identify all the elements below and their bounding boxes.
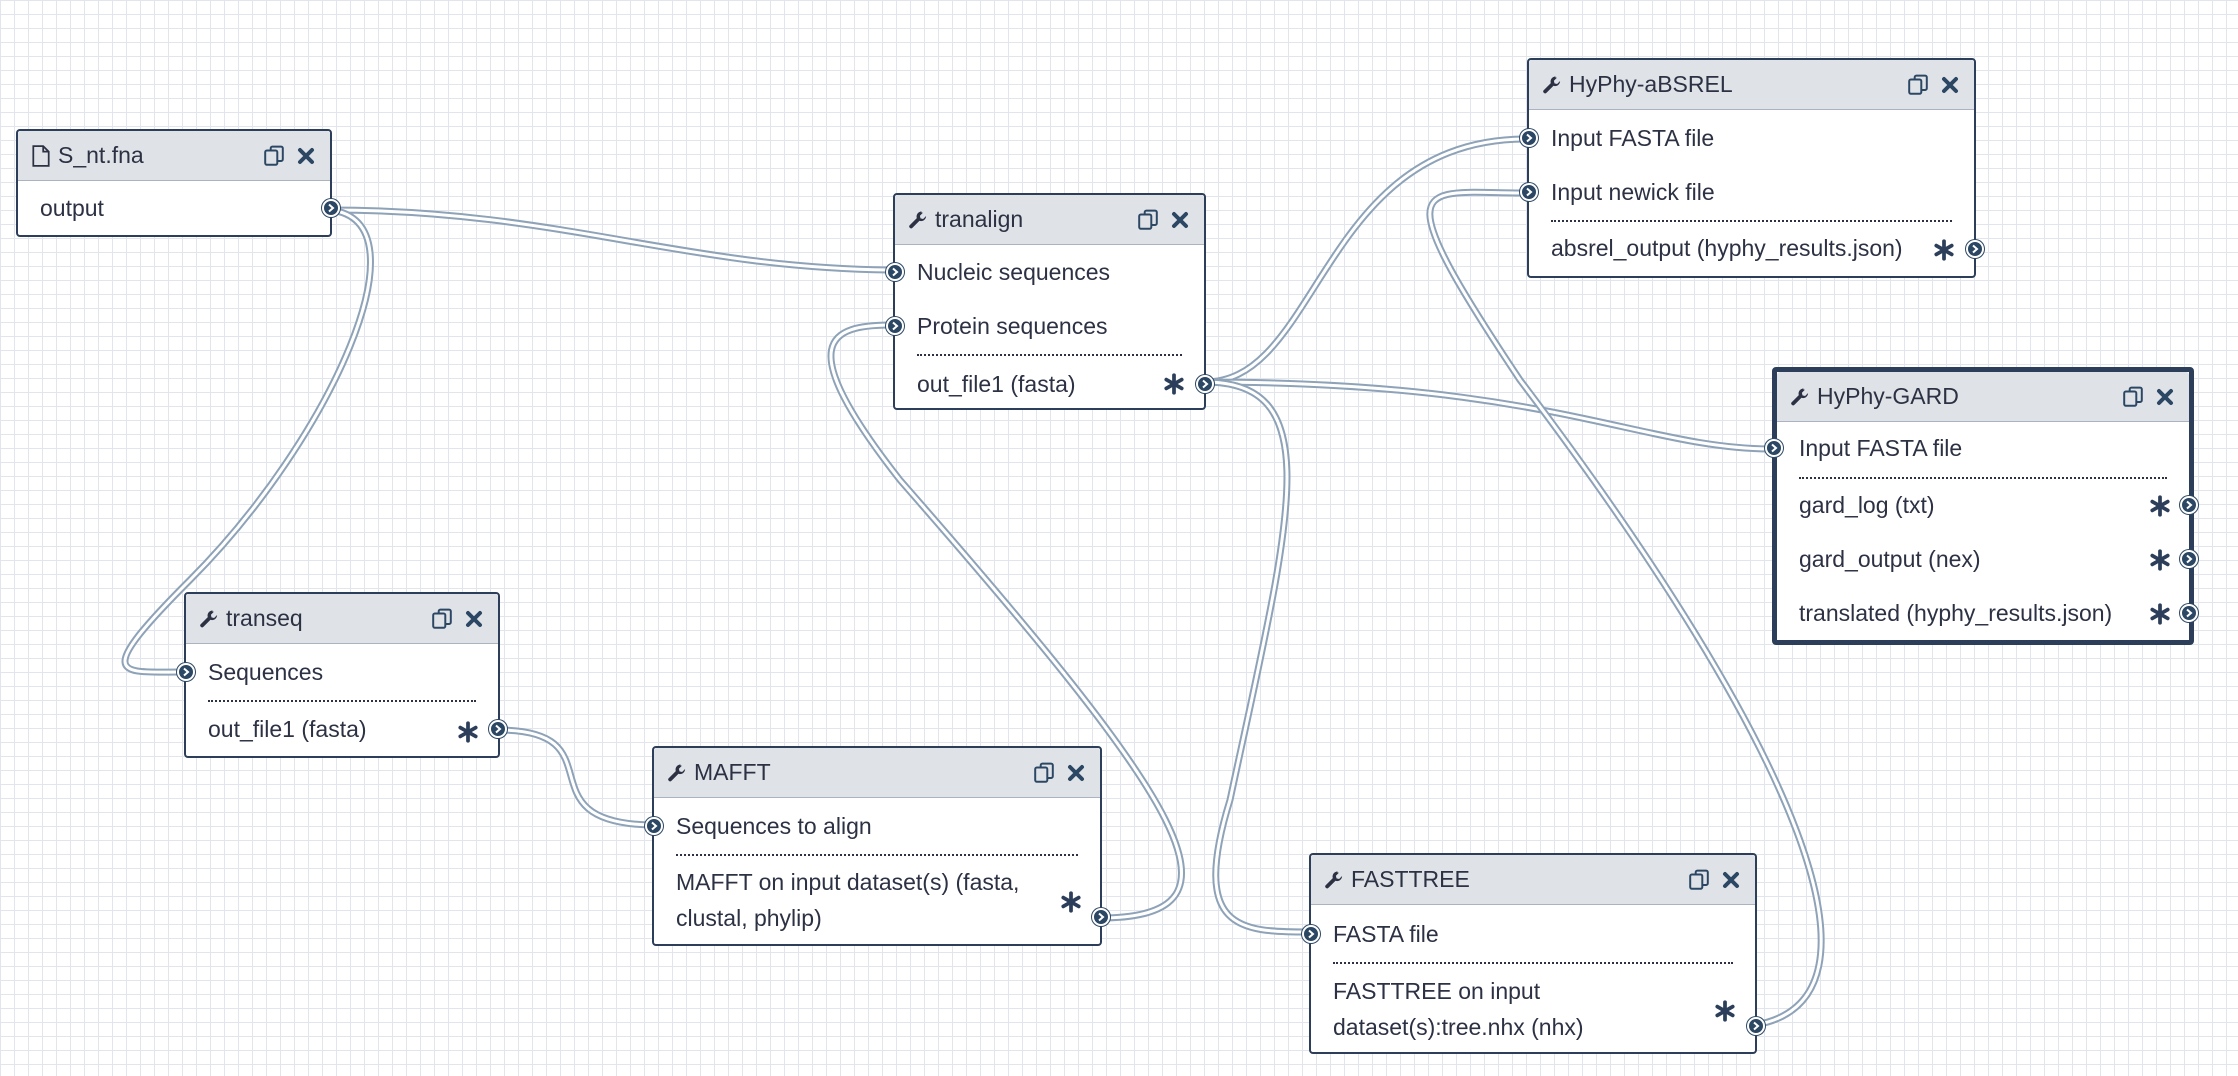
output-label: out_file1 (fasta) [208, 716, 367, 742]
input-terminal[interactable] [886, 317, 904, 335]
input-terminal[interactable] [177, 663, 195, 681]
node-tranalign[interactable]: tranalign Nucleic sequences Protein sequ… [886, 193, 1214, 410]
clone-icon[interactable] [2121, 385, 2145, 409]
input-label: Input newick file [1551, 179, 1715, 205]
divider [1551, 220, 1952, 222]
close-icon[interactable] [294, 144, 318, 168]
wrench-icon [1789, 386, 1811, 408]
clone-icon[interactable] [1032, 761, 1056, 785]
output-terminal[interactable] [2180, 550, 2198, 568]
connection-wire [1204, 378, 1771, 453]
clone-icon[interactable] [262, 144, 286, 168]
node-title: HyPhy-aBSREL [1569, 71, 1733, 97]
asterisk-icon [2148, 494, 2172, 518]
file-icon [30, 144, 52, 167]
node-title: tranalign [935, 206, 1024, 232]
node-title: S_nt.fna [58, 142, 144, 168]
clone-icon[interactable] [1687, 868, 1711, 892]
connection-wire [1204, 135, 1526, 386]
close-icon[interactable] [1719, 868, 1743, 892]
output-label: translated (hyphy_results.json) [1799, 600, 2113, 626]
asterisk-icon [2148, 602, 2172, 626]
input-terminal[interactable] [1520, 129, 1538, 147]
output-terminal[interactable] [1747, 1017, 1765, 1035]
output-terminal[interactable] [1966, 240, 1984, 258]
node-title: MAFFT [694, 759, 771, 785]
wrench-icon [666, 762, 688, 784]
input-label: Input FASTA file [1799, 435, 1963, 461]
divider [676, 854, 1078, 856]
input-terminal[interactable] [1765, 439, 1783, 457]
close-icon[interactable] [2153, 385, 2177, 409]
node-hyphy-gard[interactable]: HyPhy-GARD Input FASTA file gard_log (tx… [1765, 367, 2198, 645]
asterisk-icon [1932, 238, 1956, 262]
output-label: out_file1 (fasta) [917, 371, 1076, 397]
wrench-icon [907, 209, 929, 231]
node-header[interactable]: transeq [186, 594, 498, 644]
node-header[interactable]: tranalign [895, 195, 1204, 245]
divider [1333, 962, 1733, 964]
output-label: absrel_output (hyphy_results.json) [1551, 235, 1903, 261]
clone-icon[interactable] [1906, 73, 1930, 97]
node-header[interactable]: HyPhy-GARD [1777, 372, 2189, 422]
input-terminal[interactable] [1520, 183, 1538, 201]
asterisk-icon [1162, 372, 1186, 396]
clone-icon[interactable] [430, 607, 454, 631]
output-label: output [40, 195, 104, 221]
asterisk-icon [2148, 548, 2172, 572]
connection-wire [497, 726, 651, 829]
input-label: FASTA file [1333, 921, 1439, 947]
input-label: Nucleic sequences [917, 259, 1111, 285]
close-icon[interactable] [1168, 208, 1192, 232]
wrench-icon [198, 608, 220, 630]
output-label: gard_log (txt) [1799, 492, 1935, 518]
input-label: Input FASTA file [1551, 125, 1715, 151]
close-icon[interactable] [1938, 73, 1962, 97]
output-terminal[interactable] [1092, 908, 1110, 926]
node-transeq[interactable]: transeq Sequences out_file1 (fasta) [177, 592, 507, 758]
asterisk-icon [456, 720, 480, 744]
input-terminal[interactable] [645, 817, 663, 835]
node-title: transeq [226, 605, 303, 631]
output-terminal[interactable] [2180, 604, 2198, 622]
node-title: FASTTREE [1351, 866, 1470, 892]
asterisk-icon [1713, 999, 1737, 1023]
wrench-icon [1323, 869, 1345, 891]
node-header[interactable]: FASTTREE [1311, 855, 1755, 905]
connection-wire [1204, 378, 1309, 936]
divider [1799, 477, 2167, 479]
close-icon[interactable] [462, 607, 486, 631]
output-terminal[interactable] [489, 720, 507, 738]
node-header[interactable]: HyPhy-aBSREL [1529, 60, 1974, 110]
output-label: gard_output (nex) [1799, 546, 1981, 572]
node-hyphy-absrel[interactable]: HyPhy-aBSREL Input FASTA file Input newi… [1520, 58, 1984, 278]
asterisk-icon [1059, 890, 1083, 914]
input-terminal[interactable] [886, 263, 904, 281]
output-terminal[interactable] [2180, 496, 2198, 514]
connection-wire [329, 206, 893, 274]
node-mafft[interactable]: MAFFT Sequences to align MAFFT on input … [645, 746, 1110, 946]
divider [208, 700, 476, 702]
clone-icon[interactable] [1136, 208, 1160, 232]
node-snt-fna[interactable]: S_nt.fna output [16, 129, 340, 237]
node-fasttree[interactable]: FASTTREE FASTA file FASTTREE on input da… [1302, 853, 1765, 1054]
input-label: Sequences to align [676, 813, 872, 839]
input-label: Sequences [208, 659, 324, 685]
output-label: FASTTREE on input dataset(s):tree.nhx (n… [1333, 978, 1584, 1040]
input-terminal[interactable] [1302, 925, 1320, 943]
input-label: Protein sequences [917, 313, 1108, 339]
output-label: MAFFT on input dataset(s) (fasta, clusta… [676, 869, 1020, 931]
node-header[interactable]: MAFFT [654, 748, 1100, 798]
output-terminal[interactable] [1196, 375, 1214, 393]
wrench-icon [1541, 74, 1563, 96]
node-header[interactable]: S_nt.fna [18, 131, 330, 181]
close-icon[interactable] [1064, 761, 1088, 785]
node-title: HyPhy-GARD [1817, 383, 1959, 409]
output-terminal[interactable] [322, 199, 340, 217]
divider [917, 354, 1182, 356]
